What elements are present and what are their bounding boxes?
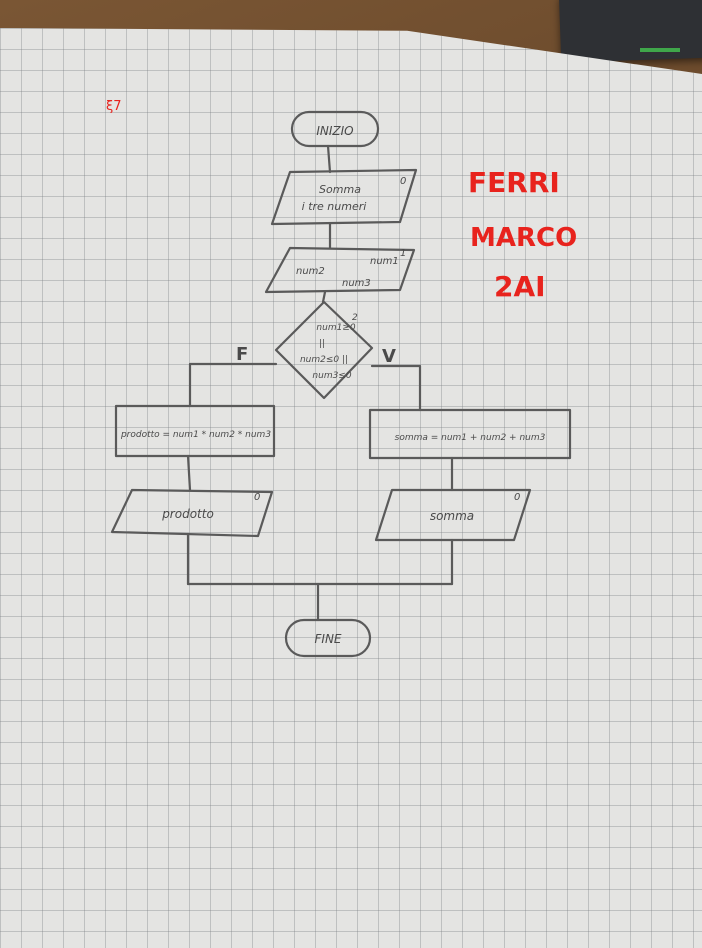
true-label: V (382, 346, 396, 367)
input-line-2: i tre numeri (302, 200, 367, 213)
connector-false-output (186, 454, 192, 492)
author-line-1: FERRI (468, 166, 560, 199)
false-process-text: prodotto = num1 * num2 * num3 (120, 430, 271, 440)
connector-read-condition (321, 290, 327, 304)
true-output-text: somma (430, 509, 474, 523)
true-process-box (368, 408, 572, 460)
connector-start-input (326, 144, 332, 174)
read-line-3: num3 (342, 278, 371, 289)
author-line-3: 2AI (494, 270, 546, 303)
read-line-2: num2 (296, 266, 325, 277)
condition-diamond (274, 300, 374, 400)
start-oval (290, 110, 380, 148)
page-corner-note: ξ7 (106, 99, 122, 114)
end-label: FINE (315, 632, 342, 646)
read-line-1: num1 (370, 256, 399, 267)
start-label: INIZIO (316, 124, 353, 138)
device-led (640, 48, 680, 52)
notebook-page (0, 28, 702, 948)
true-branch-line (370, 364, 422, 412)
false-output-text: prodotto (161, 507, 214, 521)
true-output-corner: 0 (514, 492, 520, 503)
condition-line-3: num2≤0 || (300, 355, 348, 365)
condition-line-2: || (319, 339, 325, 349)
input-corner: 0 (400, 176, 406, 187)
condition-line-4: num3≤0 (312, 371, 351, 381)
condition-line-1: num1≥0 (316, 323, 355, 333)
false-output-block (110, 488, 274, 538)
author-line-2: MARCO (470, 223, 577, 253)
true-process-text: somma = num1 + num2 + num3 (395, 433, 546, 443)
false-output-corner: 0 (254, 492, 260, 503)
read-block (264, 246, 416, 294)
false-label: F (236, 344, 248, 365)
input-block (270, 168, 418, 226)
false-branch-line (188, 362, 278, 408)
false-process-box (114, 404, 276, 458)
condition-corner: 2 (352, 313, 358, 323)
end-oval (284, 618, 372, 658)
read-corner: 1 (400, 248, 406, 259)
input-line-1: Somma (319, 183, 361, 196)
true-output-block (374, 488, 532, 542)
